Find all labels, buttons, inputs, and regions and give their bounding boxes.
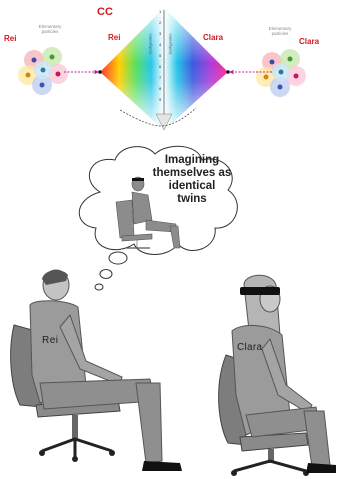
rei-shirt-label: Rei [42, 335, 59, 346]
thought-line-2: themselves as [142, 167, 242, 180]
thought-line-1: Imagining [142, 154, 242, 167]
seated-people [0, 265, 338, 479]
thought-line-3: identical [142, 180, 242, 193]
thought-text: Imagining themselves as identical twins [142, 154, 242, 206]
clara-shirt-label: Clara [237, 342, 262, 353]
bottom-arrow [120, 108, 196, 126]
rei-figure [11, 270, 182, 471]
clara-figure [219, 275, 336, 476]
connector-arrows [0, 0, 338, 140]
thought-line-4: twins [142, 193, 242, 206]
